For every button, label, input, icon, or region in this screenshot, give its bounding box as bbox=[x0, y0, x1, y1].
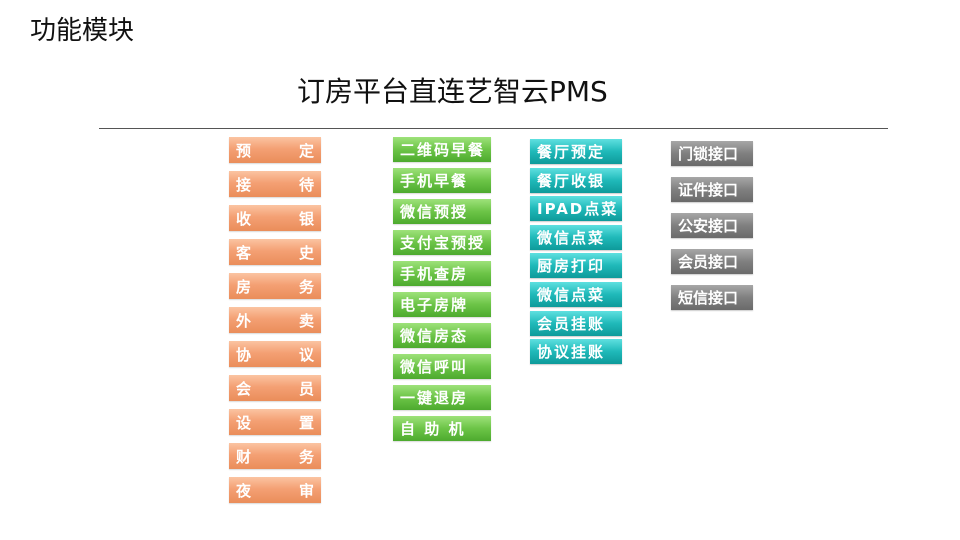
module-button[interactable]: 房务 bbox=[229, 273, 321, 299]
restaurant-module-button[interactable]: 协议挂账 bbox=[530, 339, 622, 365]
module-button[interactable]: 会员 bbox=[229, 375, 321, 401]
module-button[interactable]: 财务 bbox=[229, 443, 321, 469]
mobile-module-button[interactable]: 微信呼叫 bbox=[393, 354, 491, 379]
mobile-module-button[interactable]: 手机查房 bbox=[393, 261, 491, 286]
mobile-module-button[interactable]: 一键退房 bbox=[393, 385, 491, 410]
module-button[interactable]: 夜审 bbox=[229, 477, 321, 503]
subtitle: 订房平台直连艺智云PMS bbox=[297, 75, 608, 108]
restaurant-module-button[interactable]: 餐厅预定 bbox=[530, 139, 622, 164]
divider bbox=[99, 128, 888, 129]
module-button[interactable]: 协议 bbox=[229, 341, 321, 367]
column-interface-modules: 门锁接口 证件接口 公安接口 会员接口 短信接口 bbox=[671, 141, 753, 321]
column-mobile-modules: 二维码早餐 手机早餐 微信预授 支付宝预授 手机查房 电子房牌 微信房态 微信呼… bbox=[393, 137, 491, 447]
module-button[interactable]: 收银 bbox=[229, 205, 321, 231]
module-button[interactable]: 客史 bbox=[229, 239, 321, 265]
interface-module-button[interactable]: 短信接口 bbox=[671, 285, 753, 310]
restaurant-module-button[interactable]: 微信点菜 bbox=[530, 281, 622, 307]
page-title: 功能模块 bbox=[30, 16, 135, 46]
restaurant-module-button[interactable]: 微信点菜 bbox=[530, 224, 622, 250]
module-button[interactable]: 外卖 bbox=[229, 307, 321, 333]
mobile-module-button[interactable]: 二维码早餐 bbox=[393, 137, 491, 162]
mobile-module-button[interactable]: 微信房态 bbox=[393, 323, 491, 348]
module-button[interactable]: 预定 bbox=[229, 137, 321, 163]
mobile-module-button[interactable]: 微信预授 bbox=[393, 199, 491, 224]
restaurant-module-button[interactable]: IPAD点菜 bbox=[530, 196, 622, 222]
interface-module-button[interactable]: 公安接口 bbox=[671, 213, 753, 238]
mobile-module-button[interactable]: 电子房牌 bbox=[393, 292, 491, 317]
mobile-module-button[interactable]: 手机早餐 bbox=[393, 168, 491, 193]
restaurant-module-button[interactable]: 会员挂账 bbox=[530, 310, 622, 336]
module-button[interactable]: 设置 bbox=[229, 409, 321, 435]
module-button[interactable]: 接待 bbox=[229, 171, 321, 197]
column-core-modules: 预定 接待 收银 客史 房务 外卖 协议 会员 设置 财务 夜审 bbox=[229, 137, 321, 511]
interface-module-button[interactable]: 会员接口 bbox=[671, 249, 753, 274]
restaurant-module-button[interactable]: 厨房打印 bbox=[530, 253, 622, 279]
mobile-module-button[interactable]: 自 助 机 bbox=[393, 416, 491, 441]
interface-module-button[interactable]: 证件接口 bbox=[671, 177, 753, 202]
restaurant-module-button[interactable]: 餐厅收银 bbox=[530, 167, 622, 193]
column-restaurant-modules: 餐厅预定 餐厅收银 IPAD点菜 微信点菜 厨房打印 微信点菜 会员挂账 协议挂… bbox=[530, 139, 622, 368]
mobile-module-button[interactable]: 支付宝预授 bbox=[393, 230, 491, 255]
interface-module-button[interactable]: 门锁接口 bbox=[671, 141, 753, 166]
